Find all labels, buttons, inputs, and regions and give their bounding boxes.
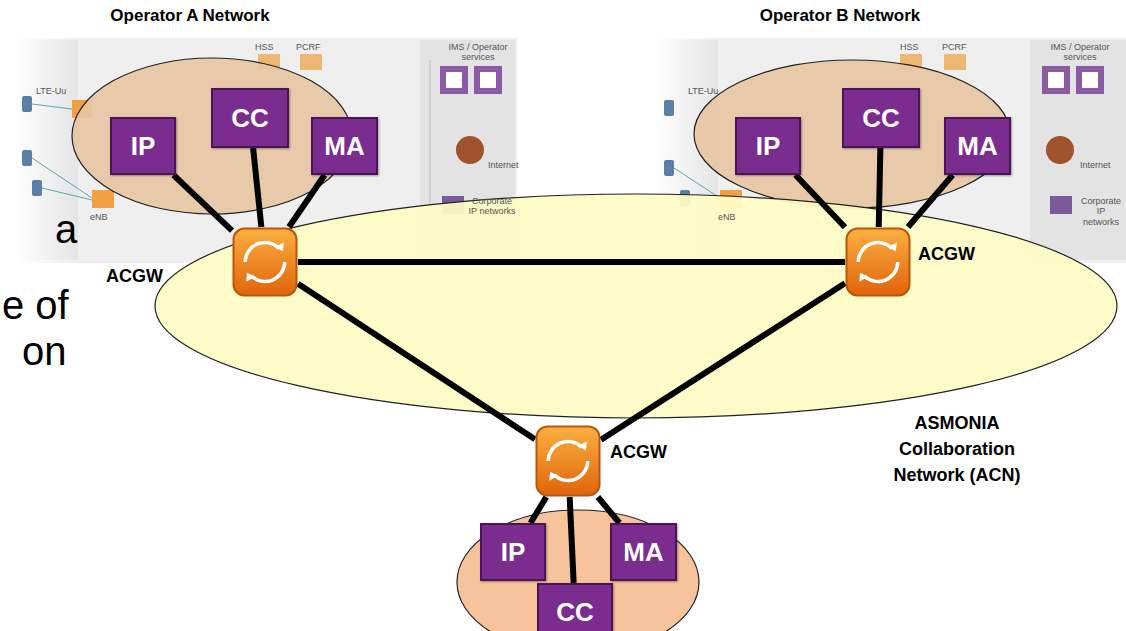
link-line: [598, 497, 620, 523]
screenshot-label: Internet: [1080, 160, 1111, 170]
box-label: CC: [231, 103, 269, 134]
function-box: CC: [537, 583, 613, 631]
screenshot-label: eNB: [90, 212, 108, 222]
gateway-icon: [845, 227, 911, 297]
box-label: CC: [556, 597, 594, 628]
screenshot-label: PCRF: [296, 42, 321, 52]
function-box: MA: [311, 117, 378, 175]
screenshot-label: LTE-Uu: [688, 86, 718, 96]
screenshot-label: Internet: [1080, 160, 1111, 170]
link-line: [570, 497, 574, 583]
region-label-holder: ASMONIA Collaboration Network (ACN): [882, 410, 1032, 488]
screenshot-label: PCRF: [942, 42, 967, 52]
link-line: [174, 175, 233, 231]
screenshot-label: HSS: [255, 42, 274, 52]
screenshot-label: eNB: [90, 212, 108, 222]
screenshot-label: HSS: [900, 42, 919, 52]
function-box: IP: [110, 117, 176, 175]
network-heading: Operator B Network: [710, 6, 970, 26]
screenshot-label: Corporate IP networks: [1078, 196, 1124, 227]
slide-text: a: [55, 206, 77, 252]
label-holder: ACGW: [610, 442, 667, 463]
link-line: [531, 497, 547, 523]
box-label: MA: [623, 537, 663, 568]
box-label: IP: [131, 131, 156, 162]
screenshot-label: LTE-Uu: [36, 86, 66, 96]
gateway-label: ACGW: [610, 442, 667, 463]
gateway-label: ACGW: [106, 266, 163, 287]
function-box: CC: [842, 88, 920, 148]
region-ellipse: [154, 193, 1118, 419]
network-heading: Operator A Network: [60, 6, 320, 26]
collaboration-network: ASMONIA Collaboration Network (ACN): [154, 193, 1118, 419]
screenshot-label: HSS: [255, 42, 274, 52]
box-label: MA: [324, 131, 364, 162]
screenshot-label: IMS / Operator services: [1040, 42, 1120, 63]
function-box: IP: [480, 523, 546, 581]
heading-holder: Operator A Network: [60, 6, 320, 26]
gateway-icon: [232, 227, 298, 297]
gateway-icon: [535, 425, 601, 497]
screenshot-label: HSS: [900, 42, 919, 52]
box-label: CC: [862, 103, 900, 134]
box-label: IP: [756, 131, 781, 162]
screenshot-label: Corporate IP networks: [1078, 196, 1124, 227]
screenshot-label: PCRF: [296, 42, 321, 52]
slide-text: e of: [2, 282, 69, 328]
link-line: [289, 175, 325, 227]
screenshot-label: LTE-Uu: [688, 86, 718, 96]
link-line: [253, 148, 261, 227]
label-holder: ACGW: [106, 266, 163, 287]
slide-text: on: [22, 328, 67, 374]
group-ellipse: [457, 510, 699, 631]
screenshot-label: Internet: [488, 160, 519, 170]
screenshot-label: PCRF: [942, 42, 967, 52]
screenshot-label: eNB: [718, 212, 736, 222]
label-holder: ACGW: [918, 244, 975, 265]
screenshot-label: Corporate IP networks: [468, 196, 516, 217]
function-box: MA: [944, 117, 1011, 175]
screenshot-label: IMS / Operator services: [438, 42, 518, 63]
screenshot-label: IMS / Operator services: [438, 42, 518, 63]
screenshot-label: IMS / Operator services: [1040, 42, 1120, 63]
gateway-node: ACGW: [845, 227, 911, 297]
slide-text: e of: [2, 282, 69, 328]
slide-text: a: [55, 206, 77, 252]
function-box: MA: [610, 523, 677, 581]
heading-holder: Operator B Network: [710, 6, 970, 26]
box-label: MA: [957, 131, 997, 162]
screenshot-label: eNB: [718, 212, 736, 222]
network-label: ASMONIA Collaboration Network (ACN): [882, 410, 1032, 488]
screenshot-label: Corporate IP networks: [468, 196, 516, 217]
slide-text: on: [22, 328, 67, 374]
box-label: IP: [501, 537, 526, 568]
gateway-node: ACGW: [232, 227, 298, 297]
screenshot-label: LTE-Uu: [36, 86, 66, 96]
screenshot-label: Internet: [488, 160, 519, 170]
function-box: IP: [735, 117, 801, 175]
function-box: CC: [211, 88, 289, 148]
gateway-node: ACGW: [535, 425, 601, 497]
gateway-label: ACGW: [918, 244, 975, 265]
